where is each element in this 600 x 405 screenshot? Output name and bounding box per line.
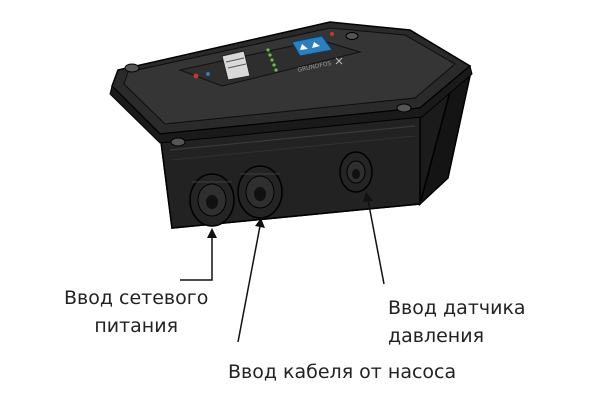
callout-pump-cable: Ввод кабеля от насоса xyxy=(228,358,456,386)
cable-gland-power xyxy=(189,173,235,227)
control-panel: GRUNDFOS xyxy=(178,32,362,87)
leader-sensor xyxy=(367,199,385,285)
callout-sensor-line2: давления xyxy=(388,325,485,347)
callout-sensor-line1: Ввод датчика xyxy=(388,297,526,319)
led-indicator-icon xyxy=(266,48,278,72)
cable-gland-sensor xyxy=(339,151,373,193)
leader-lines xyxy=(180,192,385,343)
callout-power-line1: Ввод сетевого xyxy=(64,287,209,309)
red-indicator-icon xyxy=(193,73,199,79)
callout-power-line2: питания xyxy=(94,315,179,337)
leader-power xyxy=(180,236,213,281)
callout-pump-text: Ввод кабеля от насоса xyxy=(228,361,457,383)
panel-buttons-icon xyxy=(291,35,333,57)
callout-pressure-sensor: Ввод датчика давления xyxy=(388,294,526,350)
cable-gland-pump xyxy=(237,165,283,219)
leader-pump xyxy=(237,225,261,343)
callout-power-input: Ввод сетевого питания xyxy=(64,284,208,340)
